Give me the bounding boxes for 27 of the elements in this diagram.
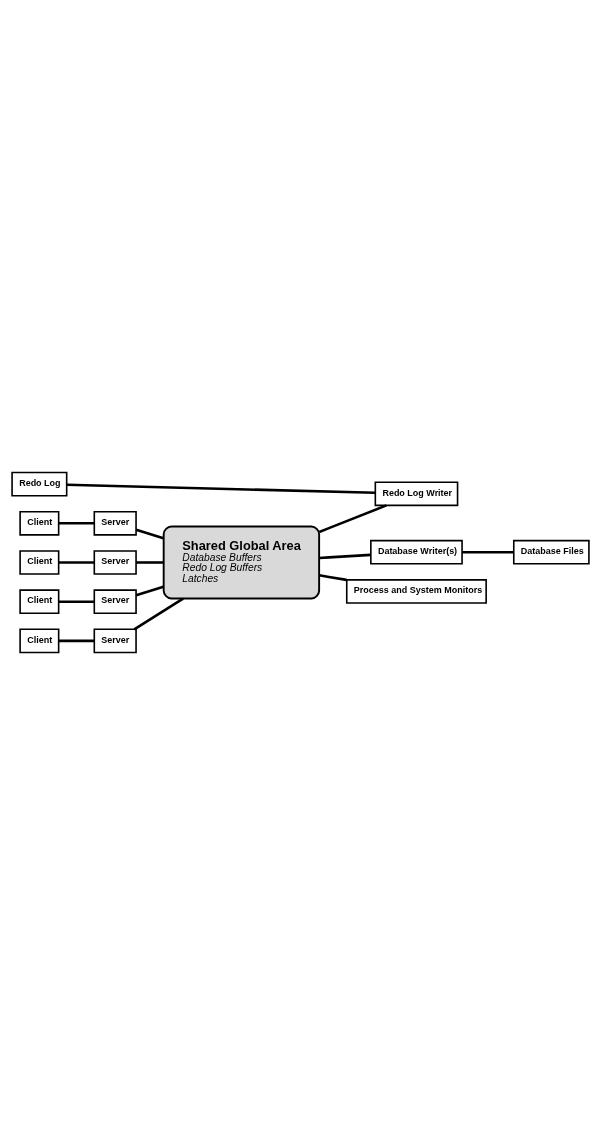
node-box: Server — [93, 589, 137, 615]
node-box: Client — [19, 550, 60, 575]
node-box: Redo Log Writer — [374, 481, 459, 507]
node-box: Client — [19, 589, 60, 615]
connector — [133, 597, 184, 631]
node-box: Shared Global Area Database Buffers Redo Log Buffers Latches — [162, 525, 321, 600]
node-box: Server — [93, 510, 137, 536]
node-box: Server — [93, 628, 137, 654]
node-box: Database Writer(s) — [370, 539, 463, 565]
node-box: Server — [93, 550, 137, 575]
connector — [319, 553, 371, 560]
connector — [136, 561, 164, 564]
connector — [135, 528, 164, 540]
connector — [58, 561, 95, 564]
connector — [66, 483, 376, 494]
node-box: Process and System Monitors — [345, 579, 487, 604]
connector — [319, 574, 347, 582]
node-box: Redo Log — [11, 471, 68, 497]
connector — [58, 600, 95, 603]
connector — [58, 522, 95, 525]
connector — [135, 585, 164, 597]
connector — [462, 550, 514, 554]
node-box: Database Files — [512, 539, 590, 565]
connector — [318, 504, 387, 534]
node-box: Client — [19, 628, 60, 654]
node-box: Client — [19, 510, 60, 536]
connector — [58, 639, 95, 643]
